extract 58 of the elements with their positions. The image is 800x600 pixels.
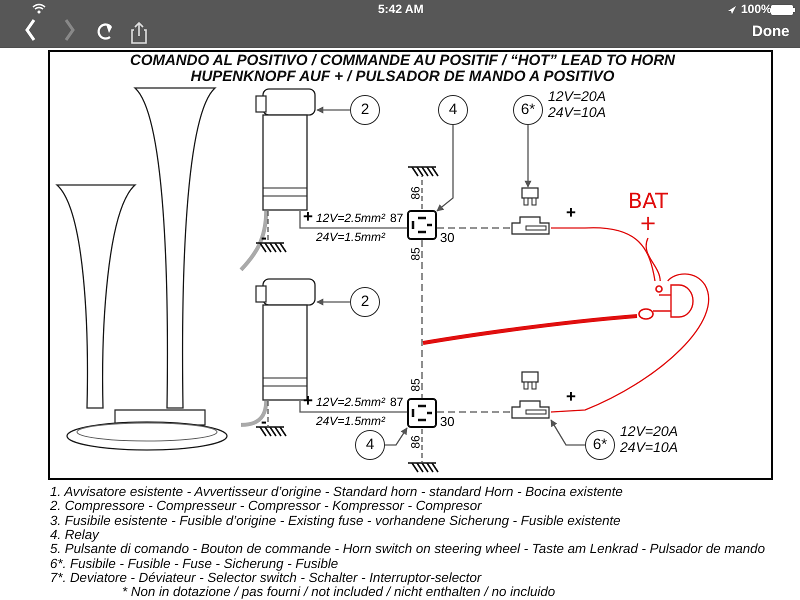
minus-sign: -: [261, 229, 267, 246]
leader-line: [524, 125, 532, 188]
wire: [240, 210, 268, 272]
done-link: Done: [752, 24, 790, 39]
pin-number: 85: [410, 247, 422, 261]
pin-number: 87: [390, 212, 404, 224]
wire: [421, 240, 423, 398]
legend-text: 4. Relay: [50, 528, 99, 542]
pin-number: 87: [390, 396, 404, 408]
wire: [437, 411, 510, 413]
leader-line: [316, 106, 350, 114]
wire: [299, 211, 407, 229]
rating-text: 24V=10A: [548, 105, 606, 119]
legend-text: 7*. Deviatore - Déviateur - Selector switch - Schalter - Interruptor-selector: [50, 570, 482, 584]
pin-number: 30: [440, 415, 454, 428]
leader-line: [436, 125, 454, 212]
leader-line: [550, 419, 585, 446]
callout-number: 4: [355, 430, 385, 460]
pin-number: 85: [410, 378, 422, 392]
wire: [437, 227, 510, 229]
plus-sign: +: [303, 392, 313, 409]
wire: [551, 227, 656, 282]
pin-number: 30: [440, 231, 454, 244]
legend-text: 2. Compressore - Compresseur - Compressor - Kompressor - Compresor: [50, 499, 482, 513]
rating-text: 12V=20A: [620, 424, 678, 438]
wire: [299, 401, 407, 413]
wire: [550, 273, 709, 413]
minus-sign: -: [261, 413, 267, 430]
wire-size-text: 24V=1.5mm²: [316, 231, 386, 243]
wire-size-text: 24V=1.5mm²: [316, 415, 386, 427]
wire: [422, 314, 638, 345]
callout-number: 2: [350, 287, 380, 317]
callout-number: 6*: [585, 430, 615, 460]
pin-number: 86: [410, 435, 422, 449]
wire: [240, 400, 268, 427]
wire-size-text: 12V=2.5mm²: [316, 396, 386, 408]
plus-sign: +: [303, 208, 313, 225]
leader-line: [646, 238, 661, 282]
handwritten-note: BAT +: [627, 190, 669, 234]
plus-sign: +: [566, 204, 576, 221]
callout-number: 4: [438, 95, 468, 125]
pin-number: 86: [410, 186, 422, 200]
rating-text: 12V=20A: [548, 89, 606, 103]
legend-text: 5. Pulsante di comando - Bouton de commande - Horn switch on steering wheel - Taste am Lenkrad - Pulsador de mando: [50, 542, 765, 556]
battery-percentage: 100%: [741, 3, 772, 15]
status-time: 5:42 AM: [378, 3, 424, 15]
callout-number: 6*: [513, 95, 543, 125]
legend-text: 1. Avvisatore esistente - Avvertisseur d’origine - Standard horn - standard Horn - Bocina existente: [50, 485, 623, 498]
plus-sign: +: [566, 388, 576, 405]
legend-text: 3. Fusibile esistente - Fusible d’origine - Existing fuse - vorhandene Sicherung - Fusible existente: [50, 514, 621, 527]
leader-line: [316, 298, 350, 306]
diagram-title: COMANDO AL POSITIVO / COMMANDE AU POSITIF / “HOT” LEAD TO HORN HUPENKNOPF AUF + / PULSADOR DE MANDO A POSITIVO: [128, 53, 676, 85]
rating-text: 24V=10A: [620, 440, 678, 454]
legend-text: 6*. Fusibile - Fusible - Fuse - Sicherung - Fusible: [50, 556, 338, 570]
callout-number: 2: [350, 95, 380, 125]
leader-line: [385, 427, 408, 446]
legend-text: * Non in dotazione / pas fourni / not included / nicht enthalten / no incluido: [122, 585, 556, 598]
wire-size-text: 12V=2.5mm²: [316, 212, 386, 224]
